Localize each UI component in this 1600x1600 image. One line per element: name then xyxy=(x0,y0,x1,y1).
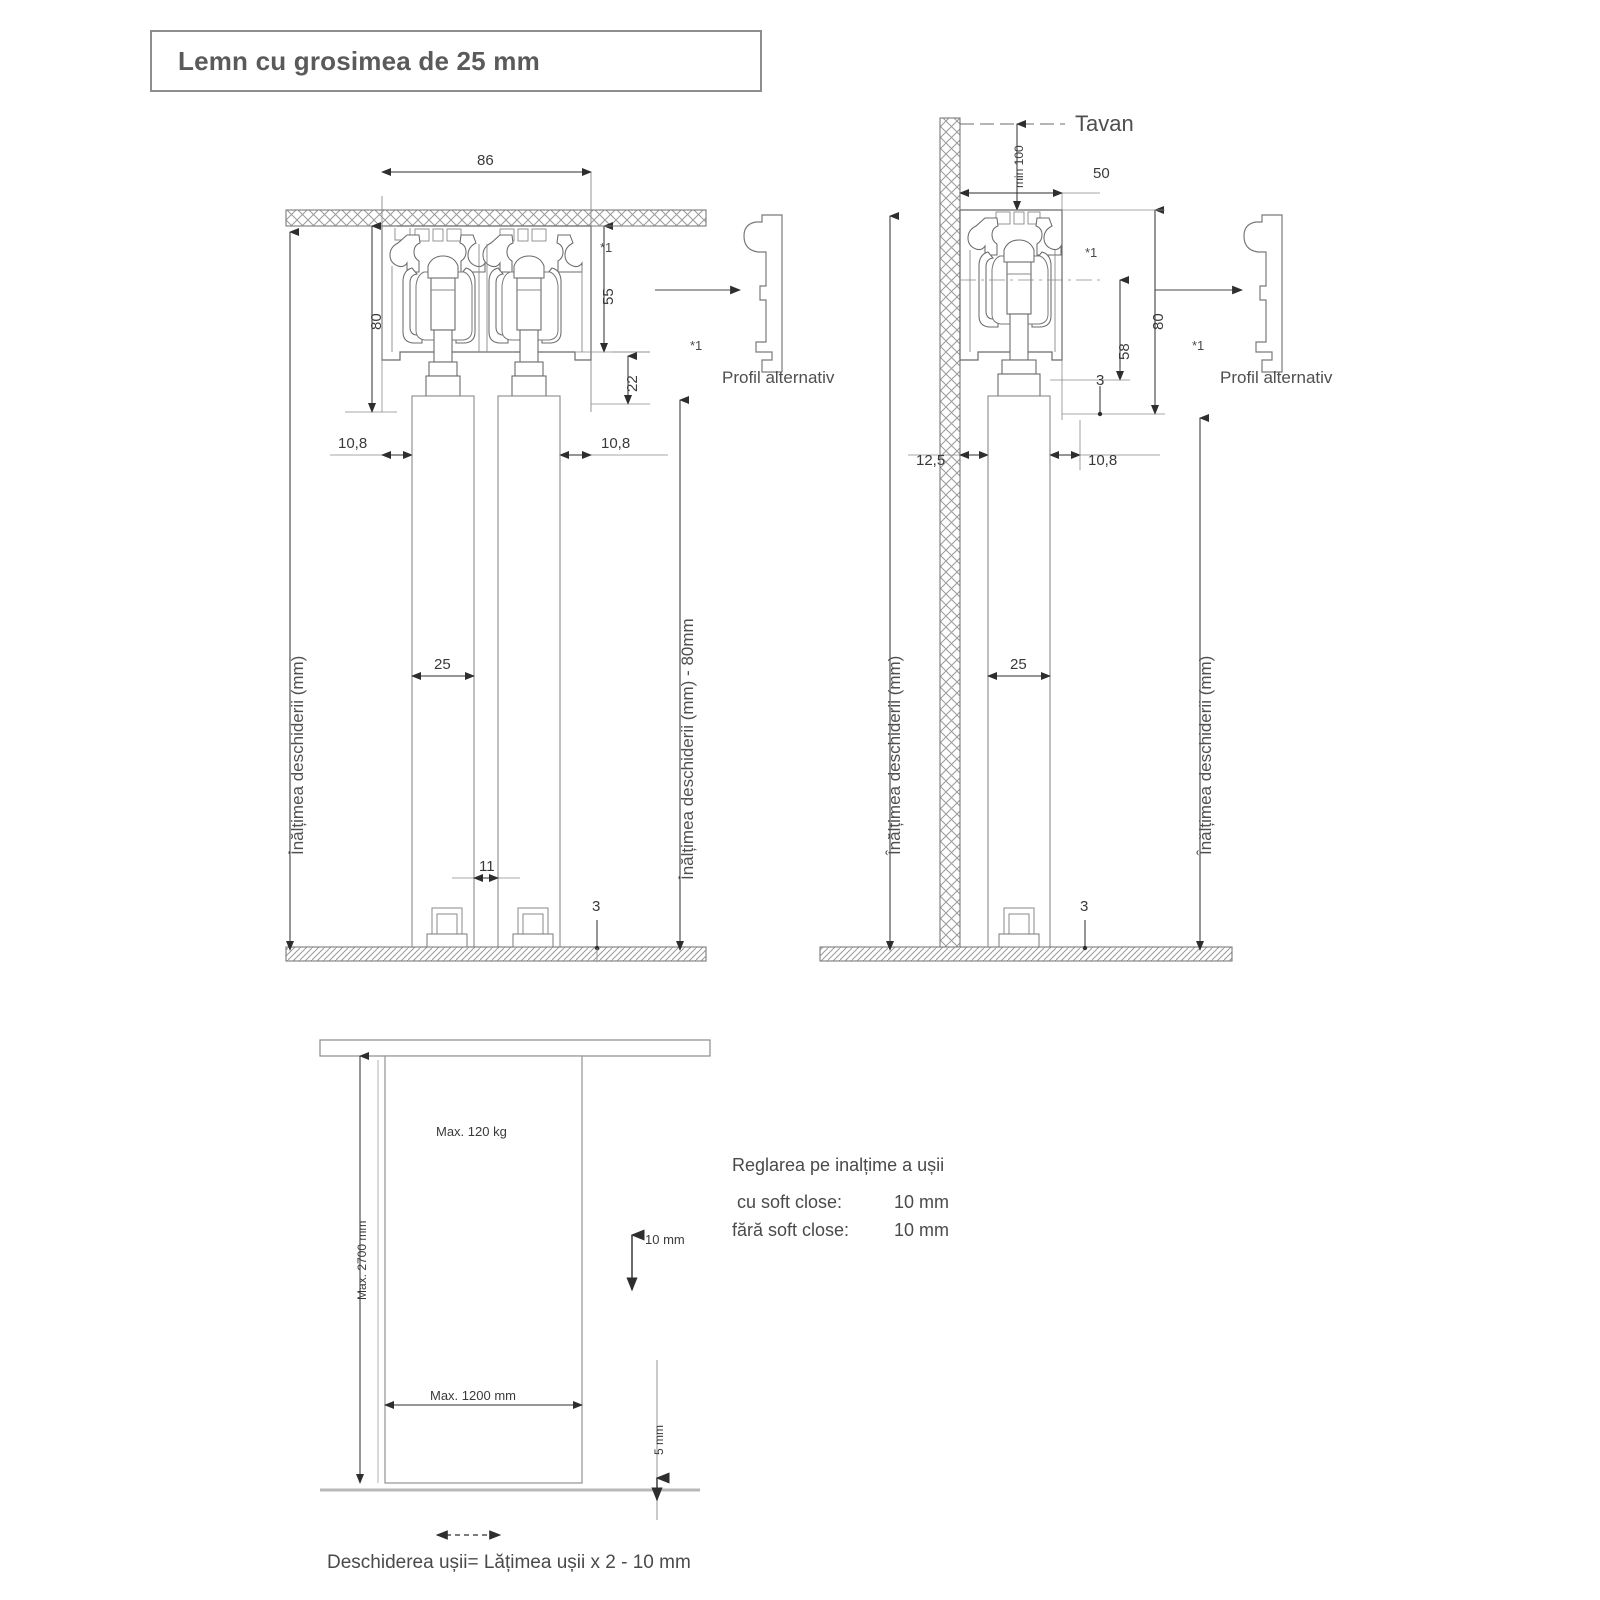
label-height-adjust: 10 mm xyxy=(645,1232,685,1247)
label-floor-gap: 5 mm xyxy=(652,1425,666,1455)
title-box: Lemn cu grosimea de 25 mm xyxy=(150,30,762,92)
label-opening-formula: Deschiderea ușii= Lățimea ușii x 2 - 10 … xyxy=(327,1552,691,1573)
label-ceiling: Tavan xyxy=(1075,111,1134,136)
notes-row-1-value: 10 mm xyxy=(894,1220,950,1240)
dim-left-rail-width: 86 xyxy=(477,152,494,169)
dim-left-rail-body-height: 55 xyxy=(600,288,617,305)
notes-row-0-value: 10 mm xyxy=(894,1192,950,1212)
dim-right-rail-body-height: 58 xyxy=(1116,343,1133,360)
notes-row-0-label: cu soft close: xyxy=(737,1192,843,1212)
footnote-marker-left-b: *1 xyxy=(690,338,703,353)
label-alt-profile-left: Profil alternativ xyxy=(722,368,835,387)
dim-left-floor-clearance: 3 xyxy=(592,898,601,915)
page-title: Lemn cu grosimea de 25 mm xyxy=(178,45,540,76)
dim-right-rail-width: 50 xyxy=(1093,165,1110,182)
dim-right-floor-clearance: 3 xyxy=(1080,898,1089,915)
label-left-opening-height: Înălțimea deschiderii (mm) xyxy=(288,655,307,855)
dim-right-bracket-height: 3 xyxy=(1096,372,1105,389)
label-max-weight: Max. 120 kg xyxy=(436,1124,507,1139)
footnote-marker-right-b: *1 xyxy=(1192,338,1205,353)
label-right-opening-height-b: Înălțimea deschiderii (mm) xyxy=(1196,655,1215,855)
dim-left-door-thickness: 25 xyxy=(434,656,451,673)
dim-right-door-thickness: 25 xyxy=(1010,656,1027,673)
notes-heading: Reglarea pe inalțime a ușii xyxy=(732,1155,945,1175)
label-left-opening-height-minus80: Înălțimea deschiderii (mm) - 80mm xyxy=(678,618,697,880)
footnote-marker-left-a: *1 xyxy=(600,240,613,255)
dim-left-bracket-height: 22 xyxy=(624,375,641,392)
dim-left-rail-height: 80 xyxy=(368,313,385,330)
notes-row-1-label: fără soft close: xyxy=(732,1220,850,1240)
dim-left-door-offset-right: 10,8 xyxy=(601,435,631,452)
label-max-width: Max. 1200 mm xyxy=(430,1388,516,1403)
footnote-marker-right-a: *1 xyxy=(1085,245,1098,260)
label-max-height: Max. 2700 mm xyxy=(355,1220,369,1300)
label-alt-profile-right: Profil alternativ xyxy=(1220,368,1333,387)
dim-left-door-offset-left: 10,8 xyxy=(338,435,368,452)
dim-left-door-gap: 11 xyxy=(479,858,495,875)
dim-right-door-offset: 10,8 xyxy=(1088,452,1118,469)
label-right-opening-height-a: Înălțimea deschiderii (mm) xyxy=(885,655,904,855)
dim-right-rail-height: 80 xyxy=(1150,313,1167,330)
dim-right-ceiling-min: min 100 xyxy=(1012,145,1026,188)
dim-right-wall-offset: 12,5 xyxy=(916,452,946,469)
